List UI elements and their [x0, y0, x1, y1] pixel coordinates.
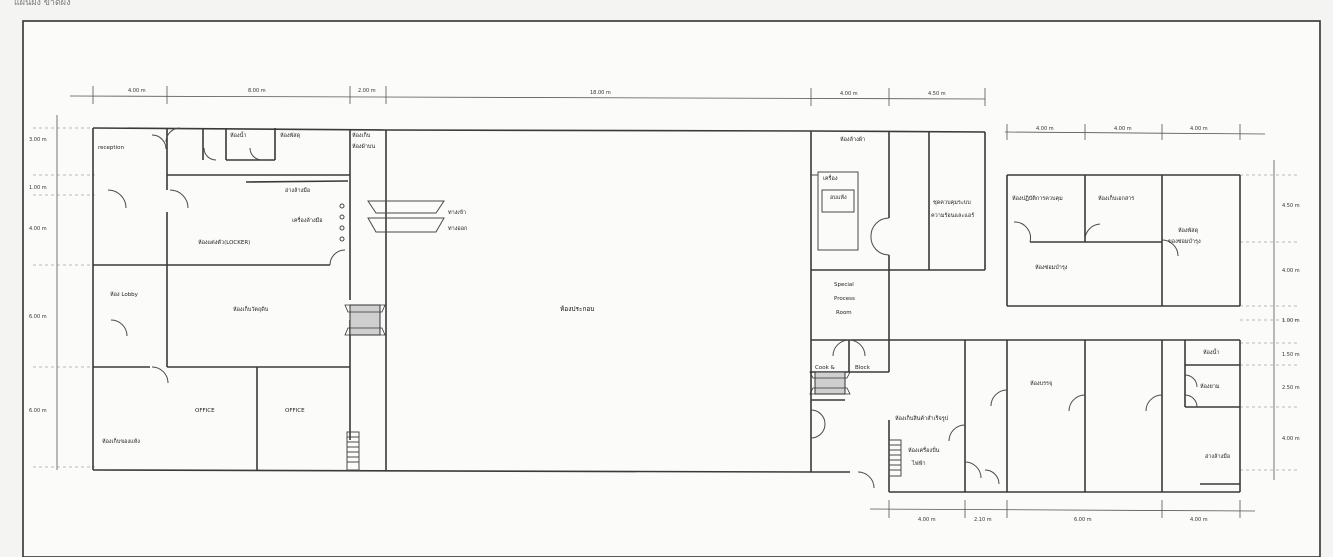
room-electrical-2: ความร้อนและแอร์ [931, 212, 974, 219]
sink-dots [339, 203, 345, 242]
dim-rtop-3: 4.00 m [1190, 126, 1208, 132]
room-electrical-1: ชุดควบคุมระบบ [933, 199, 971, 206]
label-cook: Cook & [815, 365, 836, 371]
label-room: Room [836, 310, 852, 316]
label-machine-2: อบแห้ง [830, 194, 847, 201]
dim-right-5: 2.50 m [1282, 385, 1300, 391]
top-dim-ticks [92, 86, 986, 106]
dim-left-2: 1.00 m [29, 185, 47, 191]
bench [245, 180, 349, 183]
dim-right-1: 4.50 m [1282, 203, 1300, 209]
room-qc: ห้องปฏิบัติการควบคุม [1012, 195, 1063, 202]
left-door-swings [107, 127, 346, 384]
dryer-machine [810, 171, 859, 251]
label-sink: อ่างล้างมือ [285, 187, 310, 194]
room-parts-2: ของซ่อมบำรุง [1168, 238, 1201, 245]
room-store-2b: ห้องผ้าบน [352, 143, 375, 150]
dim-bottom-1: 4.00 m [918, 517, 936, 523]
room-genset-1: ห้องเครื่องปั่น [908, 446, 940, 454]
left-grid-lines [33, 127, 95, 468]
right-top-dim-line [1004, 131, 1266, 135]
dim-bottom-3: 6.00 m [1074, 517, 1092, 523]
room-toilet: ห้องน้ำ [230, 131, 246, 139]
dim-right-3: 1.00 m [1282, 318, 1300, 324]
right-top-block-walls [1006, 174, 1241, 307]
dim-left-5: 6.00 m [29, 408, 47, 414]
label-air-out: ทางออก [448, 226, 467, 232]
label-washer: เครื่องล้างมือ [292, 216, 323, 224]
room-sample: ห้องเก็บวัตถุดิบ [233, 305, 269, 313]
top-dim-line [69, 95, 986, 100]
room-store-1: ห้องพัสดุ [280, 132, 301, 139]
room-office-2: OFFICE [285, 408, 305, 414]
room-main-production: ห้องประกอบ [560, 305, 594, 313]
label-special: Special [834, 282, 854, 288]
pass-box [344, 304, 386, 336]
right-top-door-swings [1013, 221, 1179, 257]
room-reception: reception [98, 145, 124, 151]
room-documents: ห้องเก็บเอกสาร [1098, 194, 1134, 202]
label-air-in: ทางเข้า [448, 209, 466, 216]
dim-right-4: 1.50 m [1282, 352, 1300, 358]
dim-top-5: 4.00 m [840, 91, 858, 97]
drawing-caption: แผนผัง ขาดผัง [14, 0, 71, 8]
room-locker: ห้องแต่งตัว(LOCKER) [198, 239, 250, 246]
room-finished-goods: ห้องเก็บสินค้าสำเร็จรูป [895, 414, 949, 422]
stairs-left [346, 431, 360, 471]
room-store-2: ห้องเก็บ [352, 131, 371, 139]
room-security: ห้องยาม [1200, 383, 1220, 390]
room-office-1: OFFICE [195, 408, 215, 414]
center-block-walls [810, 130, 1241, 493]
plan-frame [22, 20, 1321, 557]
dim-right-6: 4.00 m [1282, 436, 1300, 442]
dim-left-3: 4.00 m [29, 226, 47, 232]
bottom-dim-line [869, 508, 1256, 512]
center-door-swings [810, 217, 1198, 489]
dim-rtop-2: 4.00 m [1114, 126, 1132, 132]
room-toilet-right: ห้องน้ำ [1203, 348, 1219, 356]
dim-top-6: 4.50 m [928, 91, 946, 97]
dim-top-3: 2.00 m [358, 88, 376, 94]
stairs-right [888, 439, 902, 477]
label-block: Block [855, 365, 871, 371]
label-machine-1: เครื่อง [823, 174, 838, 182]
pass-box-center [809, 371, 851, 395]
room-parts: ห้องพัสดุ [1178, 227, 1199, 234]
dim-left-4: 6.00 m [29, 314, 47, 320]
dim-right-2: 4.00 m [1282, 268, 1300, 274]
dim-top-2: 8.00 m [248, 88, 266, 94]
label-sink-right: อ่างล้างมือ [1205, 453, 1230, 460]
dim-top-4: 18.00 m [590, 90, 611, 96]
dim-top-1: 4.00 m [128, 88, 146, 94]
label-process: Process [834, 296, 855, 302]
room-wash: ห้องล้างผ้า [840, 136, 865, 143]
room-genset-2: ไฟฟ้า [911, 460, 926, 467]
room-maintenance: ห้องซ่อมบำรุง [1035, 264, 1068, 271]
dim-bottom-4: 4.00 m [1190, 517, 1208, 523]
dim-bottom-2: 2.10 m [974, 517, 992, 523]
room-packing: ห้องบรรจุ [1030, 380, 1052, 387]
room-dry-store: ห้องเก็บของแห้ง [102, 437, 140, 445]
dim-left-1: 3.00 m [29, 137, 47, 143]
dim-rtop-1: 4.00 m [1036, 126, 1054, 132]
left-block-walls [92, 127, 812, 473]
room-lobby: ห้อง Lobby [110, 291, 139, 298]
air-shower [367, 200, 445, 233]
